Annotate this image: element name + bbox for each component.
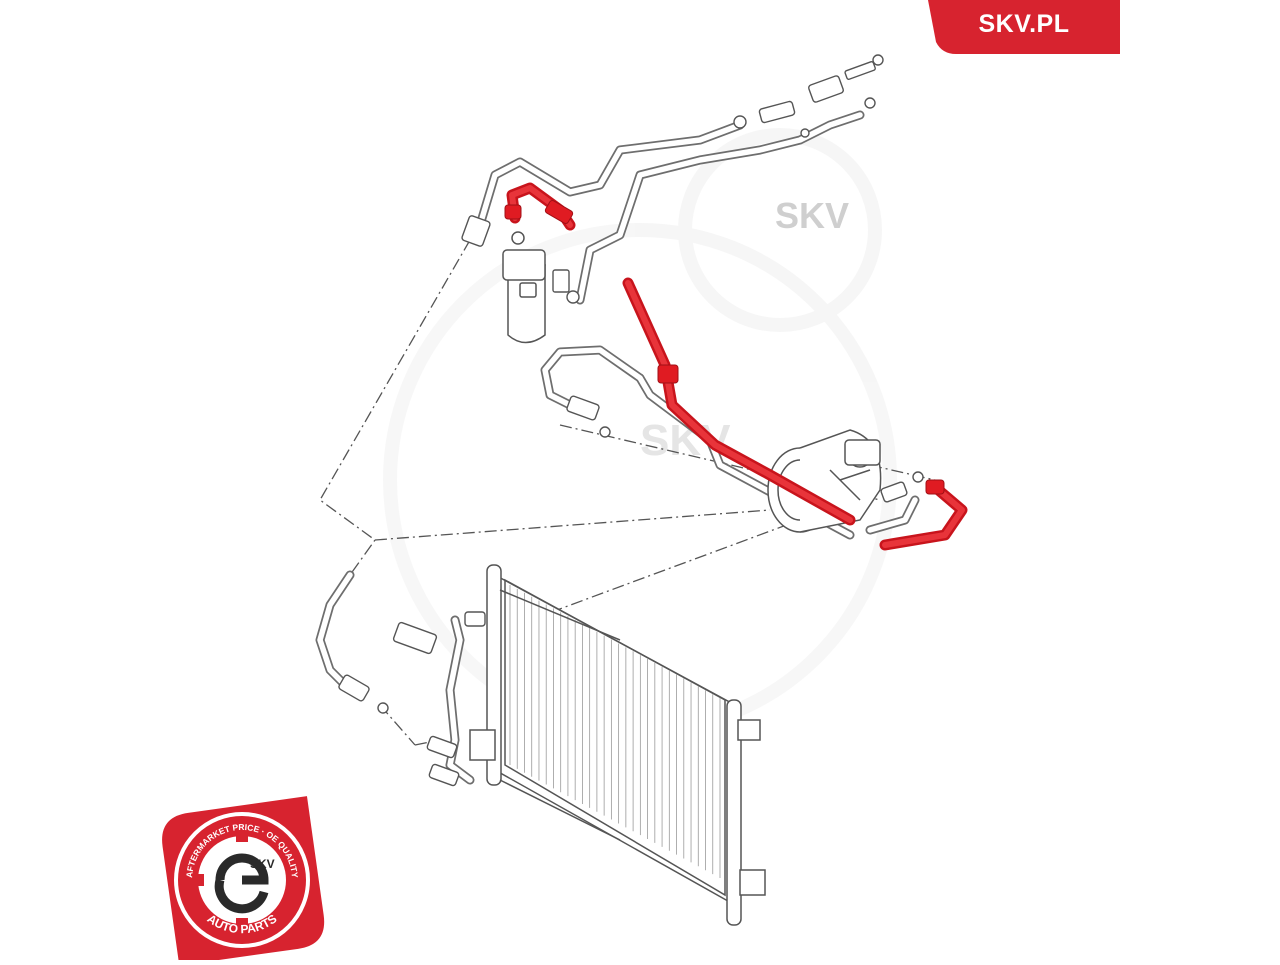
condenser <box>469 564 766 926</box>
skv-auto-parts-badge: SKV AFTERMARKET PRICE · OE QUALITY AUTO … <box>158 796 326 965</box>
brand-logo-text: SKV.PL <box>978 10 1070 38</box>
brand-tab-shape <box>928 0 1120 54</box>
watermark-text: SKV <box>775 195 849 236</box>
brand-logo-tab[interactable]: SKV.PL <box>928 0 1120 54</box>
highlighted-hose <box>504 182 968 551</box>
receiver-drier <box>502 231 546 344</box>
badge-center-text: SKV <box>250 857 275 871</box>
fittings <box>338 54 924 787</box>
badge-emblem: SKV AFTERMARKET PRICE · OE QUALITY AUTO … <box>162 796 325 965</box>
